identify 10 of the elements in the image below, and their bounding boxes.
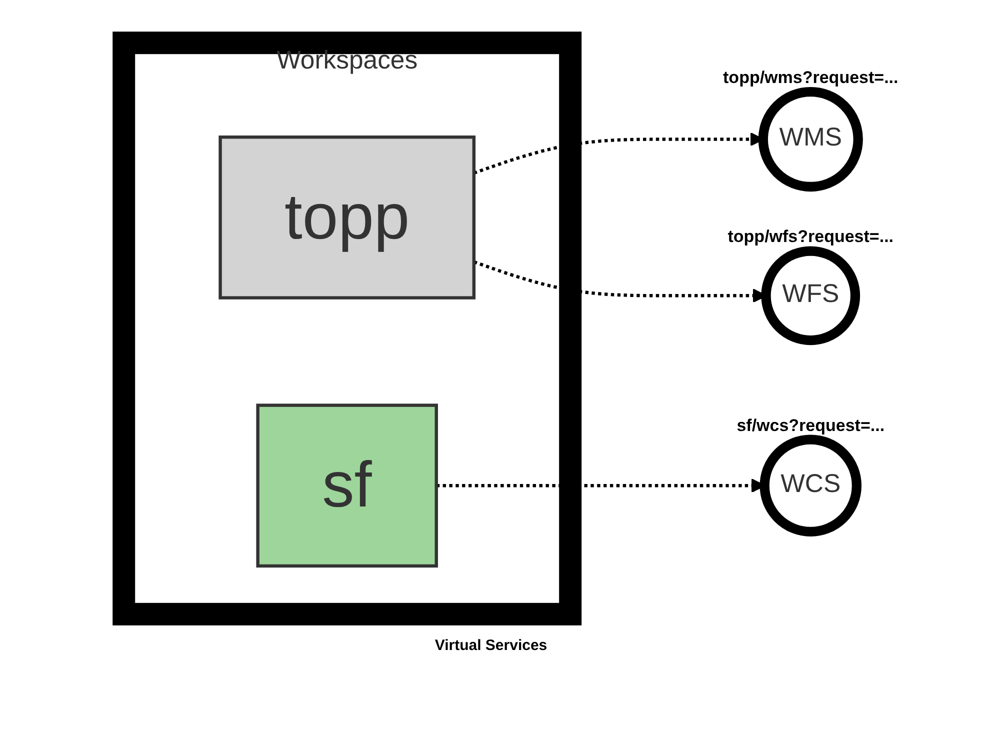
node-box <box>218 136 476 300</box>
node-circle <box>760 434 862 536</box>
url-caption: topp/wfs?request=... <box>728 227 894 248</box>
group-caption: Virtual Services <box>434 637 548 654</box>
url-caption: sf/wcs?request=... <box>736 416 885 436</box>
url-caption: topp/wms?request=... <box>723 68 898 88</box>
node-circle <box>761 246 860 346</box>
node-circle <box>758 86 863 192</box>
cluster <box>112 32 582 626</box>
node-box <box>256 404 438 568</box>
